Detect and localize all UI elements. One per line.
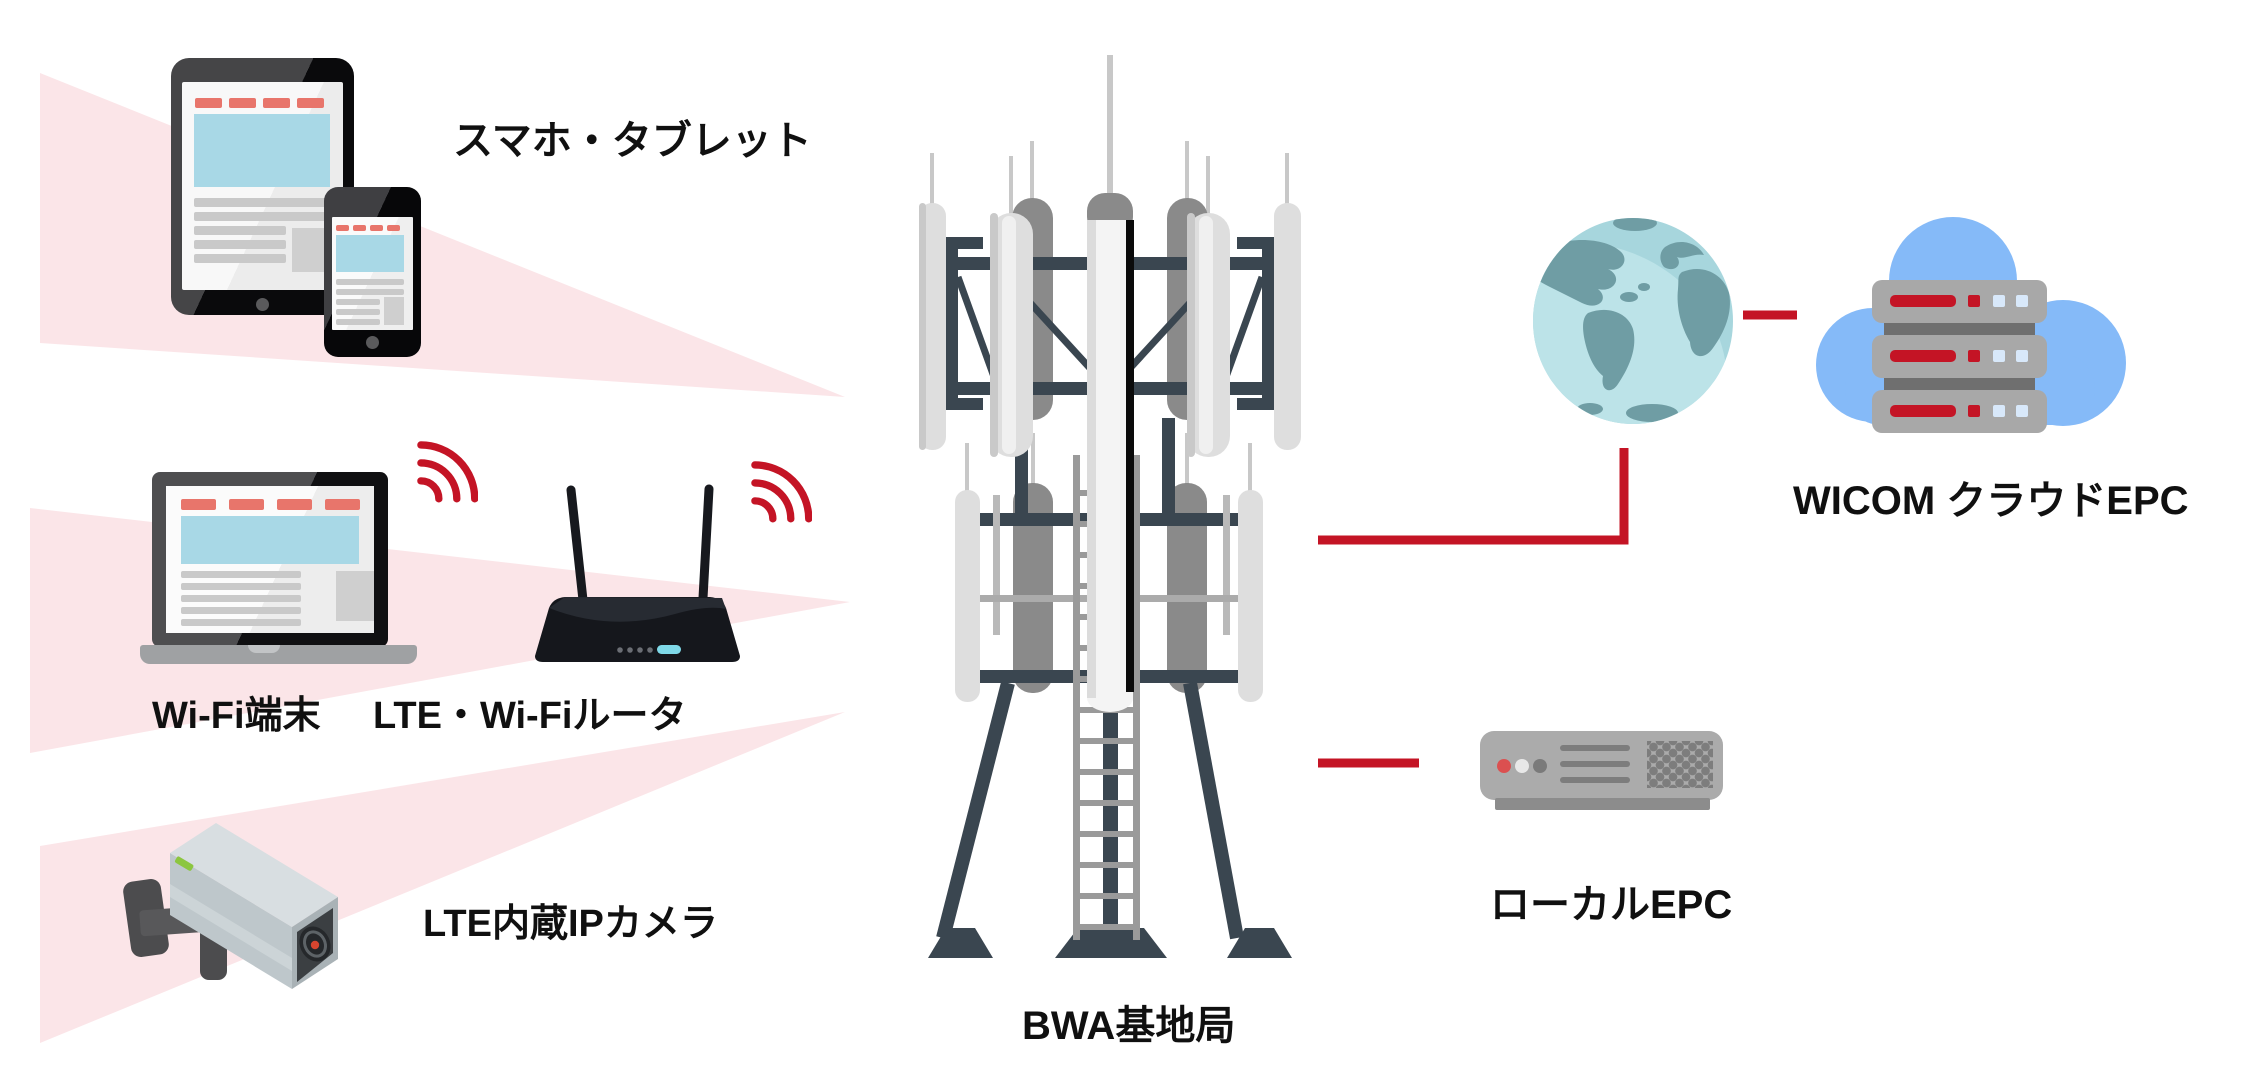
label-local-epc: ローカルEPC bbox=[1490, 883, 1733, 927]
label-wicom-cloud-epc: WICOM クラウドEPC bbox=[1793, 479, 2189, 523]
red-connector-tower-internet bbox=[1318, 448, 1629, 545]
tablet-screen bbox=[182, 82, 343, 290]
vent-grid bbox=[1647, 741, 1713, 788]
label-lte-ip-camera: LTE内蔵IPカメラ bbox=[423, 903, 718, 945]
label-bwa-base-station: BWA基地局 bbox=[1022, 1004, 1236, 1048]
globe-icon bbox=[1533, 218, 1733, 424]
smartphone-icon bbox=[324, 187, 421, 357]
wifi-signal-icon bbox=[751, 461, 812, 523]
label-smartphone-tablet: スマホ・タブレット bbox=[453, 119, 812, 163]
server-box-icon bbox=[1480, 731, 1723, 800]
server-box-stand bbox=[1495, 798, 1710, 810]
laptop-icon bbox=[152, 472, 388, 647]
coverage-beam-camera bbox=[40, 712, 845, 1043]
wifi-signal-icon bbox=[417, 441, 478, 503]
router-icon bbox=[535, 484, 740, 662]
server-rack-icon bbox=[1872, 280, 2047, 433]
cctv-camera-icon bbox=[123, 823, 338, 989]
cloud-icon bbox=[1816, 217, 2126, 433]
smartphone-screen bbox=[332, 217, 413, 330]
label-wifi-terminal: Wi-Fi端末 bbox=[152, 695, 321, 737]
laptop-screen bbox=[166, 486, 374, 633]
label-lte-wifi-router: LTE・Wi-Fiルータ bbox=[373, 695, 687, 737]
tablet-icon bbox=[171, 58, 354, 315]
laptop-base bbox=[140, 645, 417, 664]
cell-tower-icon bbox=[919, 55, 1301, 958]
